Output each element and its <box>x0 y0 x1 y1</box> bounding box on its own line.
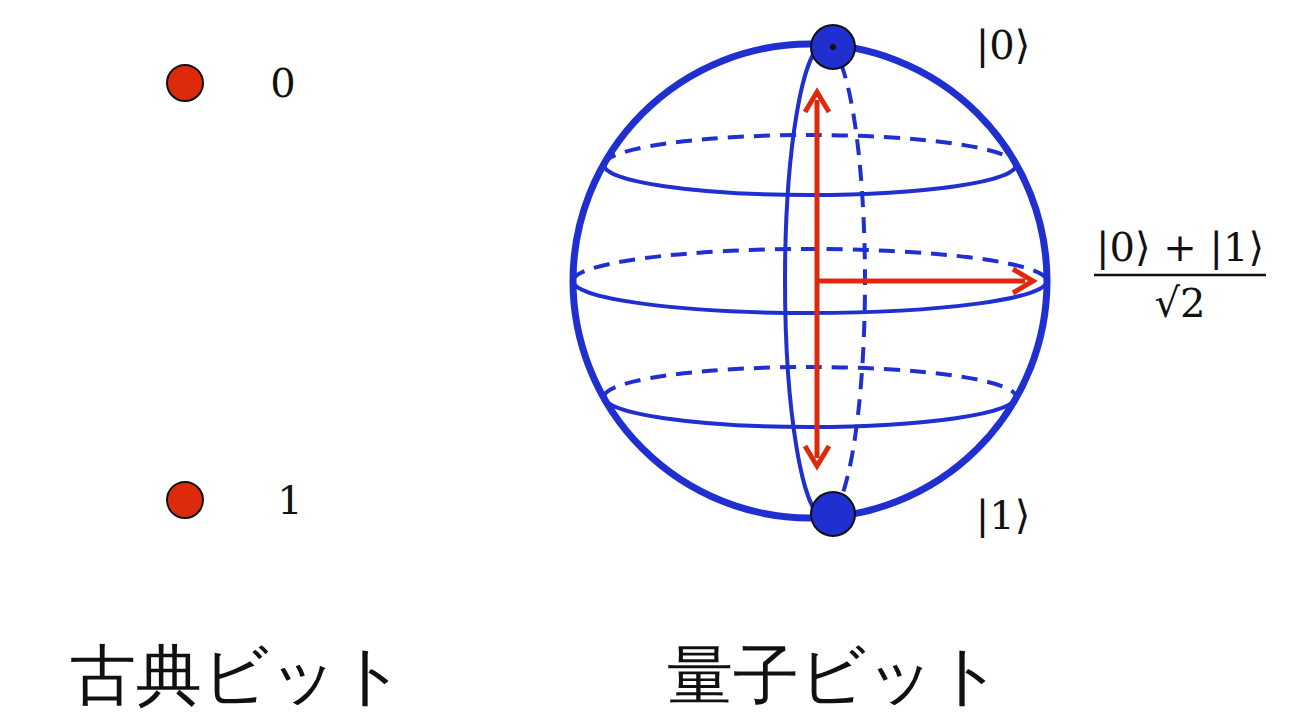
bit-dot <box>167 65 203 101</box>
state-arrows <box>805 92 1033 466</box>
bit-value: 0 <box>270 61 295 105</box>
bit-value: 1 <box>277 478 302 522</box>
pole-dot <box>811 492 855 536</box>
fraction-numerator: |0⟩ + |1⟩ <box>1096 225 1264 269</box>
pole-dot <box>811 25 855 69</box>
fraction-denominator: √2 <box>1155 281 1206 325</box>
fraction-bar <box>1094 274 1266 277</box>
bloch-sphere <box>573 44 1047 518</box>
latitude-lines <box>573 44 1047 518</box>
caption-label: 量子ビット <box>667 640 1003 713</box>
bit-dot <box>167 482 203 518</box>
ket-label: |1⟩ <box>976 493 1031 537</box>
ket-label: |0⟩ <box>976 23 1031 67</box>
caption-label: 古典ビット <box>70 640 406 713</box>
pole-center <box>830 44 836 50</box>
